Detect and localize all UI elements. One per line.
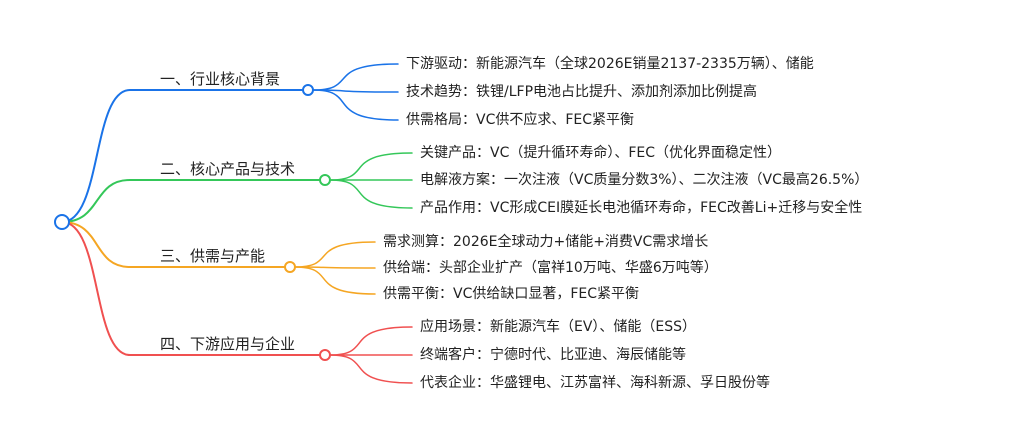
branch-label-4: 四、下游应用与企业 [160,335,296,353]
leaf-label-2-1: 关键产品：VC（提升循环寿命）、FEC（优化界面稳定性） [420,145,782,161]
edge-branch-1-leaf-1 [312,63,399,91]
edge-branch-2-leaf-1 [329,152,413,181]
branch-label-3: 三、供需与产能 [160,247,266,265]
leaf-label-3-2: 供给端：头部企业扩产（富祥10万吨、华盛6万吨等） [383,260,718,276]
leaf-label-2-2: 电解液方案：一次注液（VC质量分数3%）、二次注液（VC最高26.5%） [420,172,869,188]
branch-node-1[interactable] [302,84,314,96]
edge-branch-2-leaf-3 [329,179,413,209]
leaf-label-3-1: 需求测算：2026E全球动力+储能+消费VC需求增长 [383,234,709,250]
edge-branch-1-leaf-3 [312,89,399,121]
leaf-label-1-3: 供需格局：VC供不应求、FEC紧平衡 [406,112,635,128]
mindmap-nodes [54,84,331,361]
edge-root-branch-3 [61,221,286,268]
leaf-label-3-3: 供需平衡：VC供给缺口显著，FEC紧平衡 [383,286,640,302]
edge-root-branch-4 [61,221,321,356]
leaf-label-1-2: 技术趋势：铁锂/LFP电池占比提升、添加剂添加比例提高 [406,84,758,100]
edge-branch-4-leaf-3 [329,354,413,384]
edge-root-branch-1 [61,89,304,223]
edge-root-branch-2 [61,179,321,223]
branch-node-4[interactable] [319,349,331,361]
leaf-label-2-3: 产品作用：VC形成CEI膜延长电池循环寿命，FEC改善Li+迁移与安全性 [420,200,863,216]
leaf-label-4-3: 代表企业：华盛锂电、江苏富祥、海科新源、孚日股份等 [420,375,770,391]
leaf-label-1-1: 下游驱动：新能源汽车（全球2026E销量2137-2335万辆）、储能 [406,56,814,72]
edge-branch-3-leaf-2 [294,266,376,269]
leaf-label-4-2: 终端客户：宁德时代、比亚迪、海辰储能等 [420,347,686,363]
branch-node-3[interactable] [284,261,296,273]
edge-branch-1-leaf-2 [312,89,399,93]
edge-branch-4-leaf-1 [329,326,413,356]
edge-branch-3-leaf-3 [294,266,376,295]
edge-branch-3-leaf-1 [294,241,376,268]
mindmap-edges [61,63,413,384]
branch-label-1: 一、行业核心背景 [160,70,281,88]
leaf-label-4-1: 应用场景：新能源汽车（EV）、储能（ESS） [420,319,697,335]
root-node[interactable] [54,214,70,230]
branch-node-2[interactable] [319,174,331,186]
branch-label-2: 二、核心产品与技术 [160,160,296,178]
